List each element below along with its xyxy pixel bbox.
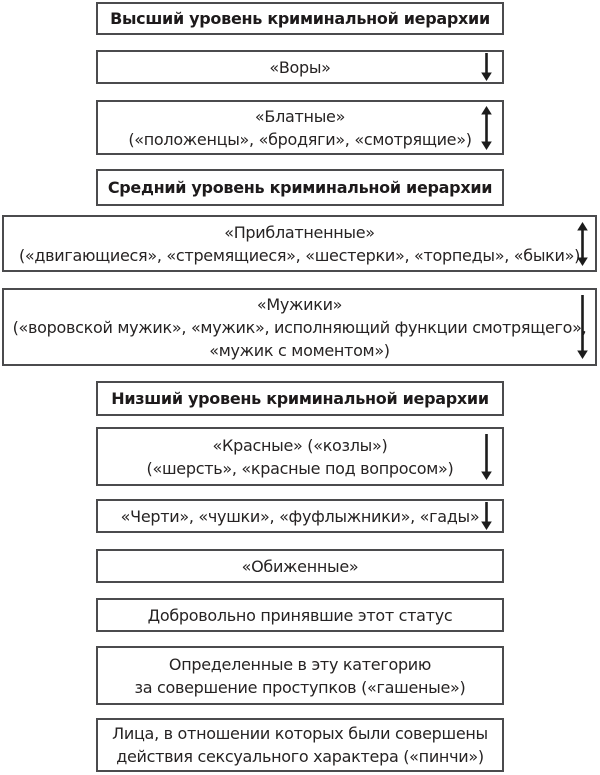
- box-text: «Приблатненные»: [224, 222, 375, 242]
- box-text: Добровольно принявшие этот статус: [147, 605, 453, 625]
- box-voluntary-status: Добровольно принявшие этот статус: [96, 598, 504, 632]
- box-text: («двигающиеся», «стремящиеся», «шестерки…: [18, 245, 581, 265]
- box-priblatnennye: «Приблатненные» («двигающиеся», «стремящ…: [2, 215, 597, 272]
- box-text: Низший уровень криминальной иерархии: [111, 389, 489, 408]
- box-lower-level-header: Низший уровень криминальной иерархии: [96, 381, 504, 416]
- down-arrow-icon: [480, 433, 493, 480]
- box-assigned-for-misconduct: Определенные в эту категорию за совершен…: [96, 646, 504, 705]
- box-text: «Мужики»: [256, 294, 343, 314]
- box-text: «Обиженные»: [241, 556, 359, 576]
- box-text: «Красные» («козлы»): [212, 435, 388, 455]
- box-middle-level-header: Средний уровень криминальной иерархии: [96, 169, 504, 206]
- box-text: «Блатные»: [254, 106, 346, 126]
- box-upper-level-header: Высший уровень криминальной иерархии: [96, 2, 504, 35]
- down-arrow-icon: [576, 295, 589, 359]
- box-blatnye: «Блатные» («положенцы», «бродяги», «смот…: [96, 100, 504, 155]
- box-sexual-assault-victims: Лица, в отношении которых были совершены…: [96, 718, 504, 772]
- box-text: «Черти», «чушки», «фуфлыжники», «гады»: [120, 506, 480, 526]
- box-text: («положенцы», «бродяги», «смотрящие»): [128, 129, 472, 149]
- box-text: («воровской мужик», «мужик», исполняющий…: [12, 317, 587, 337]
- down-arrow-icon: [480, 502, 493, 530]
- up-down-arrow-icon: [480, 105, 493, 150]
- box-text: Лица, в отношении которых были совершены: [112, 724, 488, 743]
- box-text: «Воры»: [269, 57, 331, 77]
- box-vory: «Воры»: [96, 50, 504, 84]
- box-cherti: «Черти», «чушки», «фуфлыжники», «гады»: [96, 499, 504, 533]
- box-text: за совершение проступков («гашеные»): [134, 677, 466, 697]
- down-arrow-icon: [480, 53, 493, 81]
- box-text: Определенные в эту категорию: [168, 654, 432, 674]
- box-text: («шерсть», «красные под вопросом»): [146, 458, 454, 478]
- box-obizhennye: «Обиженные»: [96, 549, 504, 583]
- box-krasnye: «Красные» («козлы») («шерсть», «красные …: [96, 427, 504, 486]
- box-text: Средний уровень криминальной иерархии: [107, 178, 493, 197]
- box-text: действия сексуального характера («пинчи»…: [116, 747, 484, 766]
- box-text: «мужик с моментом»): [209, 340, 390, 360]
- box-muzhiki: «Мужики» («воровской мужик», «мужик», ис…: [2, 288, 597, 366]
- box-text: Высший уровень криминальной иерархии: [110, 9, 490, 28]
- up-down-arrow-icon: [576, 221, 589, 266]
